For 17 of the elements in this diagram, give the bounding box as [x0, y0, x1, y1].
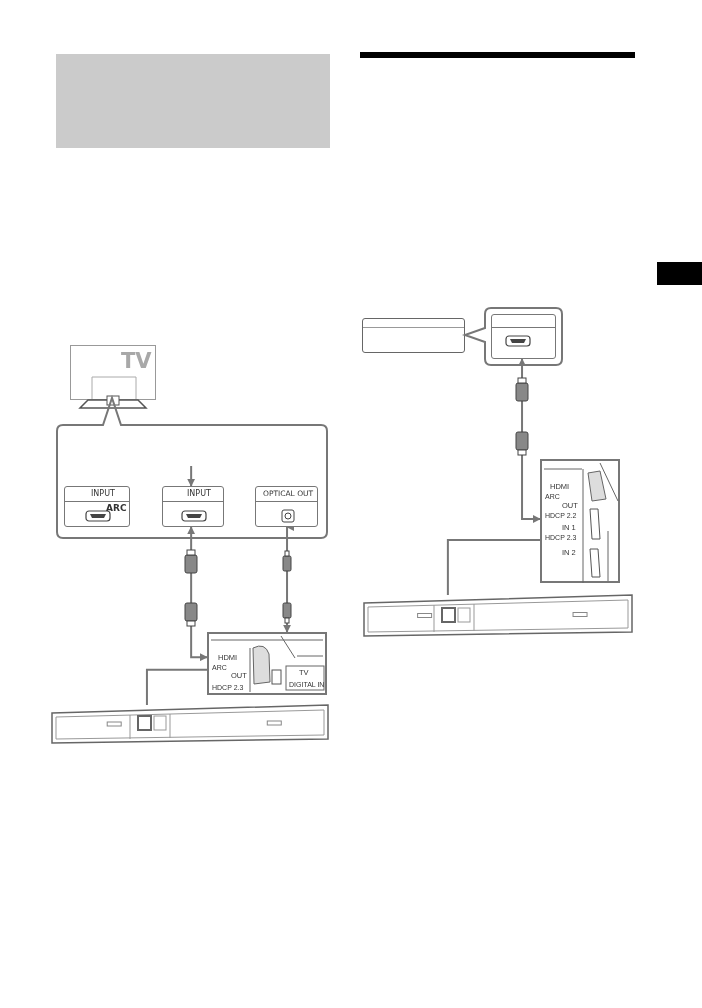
callout-panel [57, 398, 327, 538]
port-label: ARC [106, 504, 127, 513]
connector-panel [64, 486, 130, 527]
connector-line [446, 538, 541, 596]
cable-arrow [187, 465, 196, 487]
connector-panel [255, 486, 318, 527]
soundbar-drawing [52, 705, 328, 743]
connector-panel [162, 486, 224, 527]
connector-line [145, 668, 208, 706]
callout-panel [465, 308, 562, 365]
cable-arrow [187, 526, 208, 662]
soundbar-drawing [364, 595, 632, 636]
port-label: INPUT [91, 490, 115, 498]
cable-arrow [518, 358, 541, 523]
player-device [362, 318, 465, 353]
tv-label: TV [121, 351, 152, 372]
port-label: INPUT [187, 490, 211, 498]
